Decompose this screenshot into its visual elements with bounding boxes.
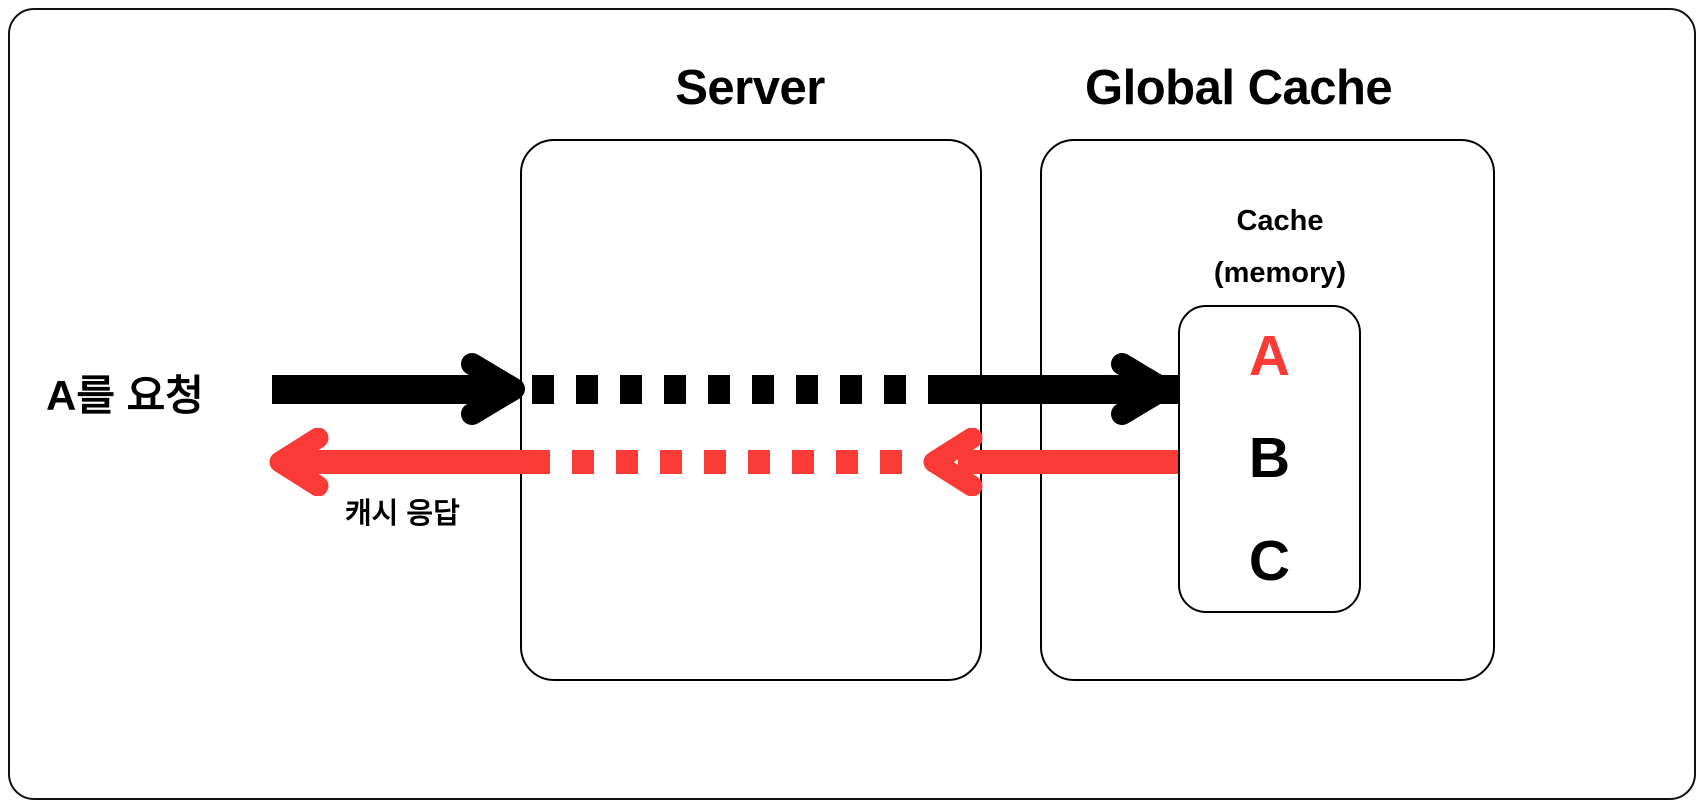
cache-caption-line-2: (memory) [1213, 256, 1347, 289]
response-line-dashed [528, 450, 924, 474]
request-line-left [272, 375, 504, 404]
server-title: Server [675, 61, 825, 115]
request-label: A를 요청 [46, 372, 204, 419]
global-cache-title: Global Cache [1085, 61, 1393, 115]
response-line-right [958, 450, 1180, 474]
cache-response-label: 캐시 응답 [345, 498, 460, 530]
server-box [520, 139, 982, 681]
request-arrowhead-cache-icon [1108, 352, 1182, 426]
response-arrowhead-client-icon [266, 427, 334, 497]
request-line-dashed [532, 375, 928, 404]
cache-caption-line-1: Cache [1236, 205, 1324, 237]
cache-memory-box [1178, 305, 1361, 613]
request-arrowhead-server-icon [458, 352, 532, 426]
response-line-left [300, 450, 528, 474]
cache-memory-caption: Cache (memory) [1140, 196, 1420, 299]
response-arrowhead-server-icon [920, 427, 988, 497]
